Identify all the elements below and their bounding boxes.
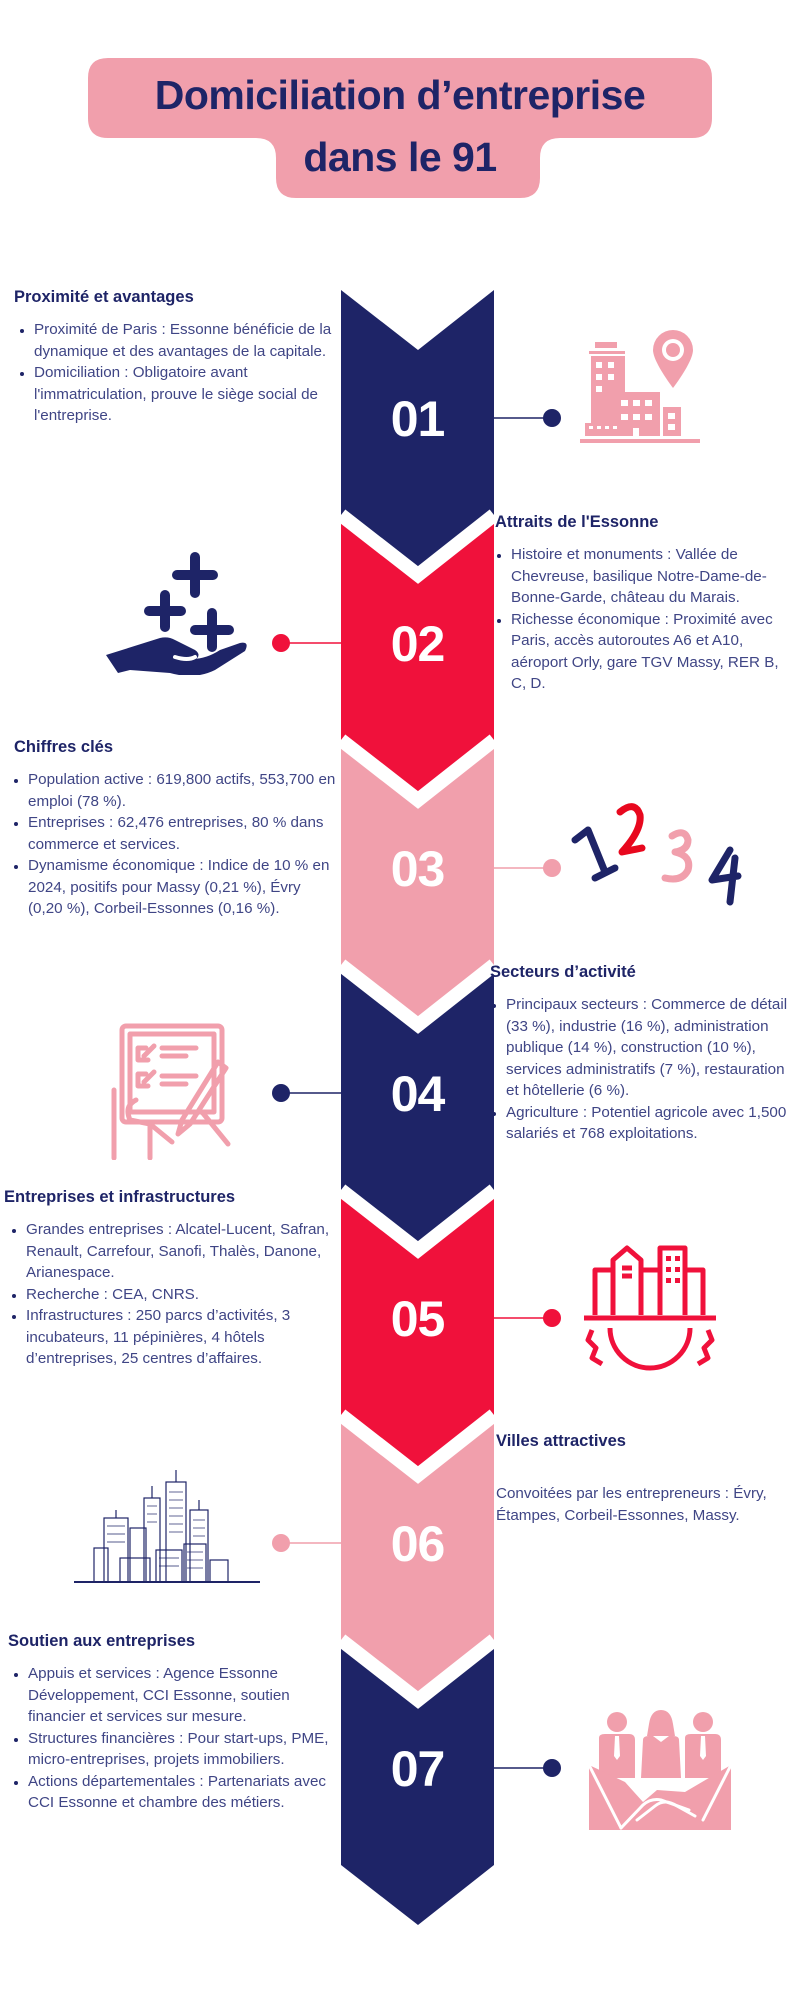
timeline-dot-05	[543, 1309, 561, 1327]
step-04-block: Secteurs d’activité Principaux secteurs …	[488, 963, 798, 1145]
timeline-dot-07	[543, 1759, 561, 1777]
step-01-heading: Proximité et avantages	[14, 288, 194, 306]
step-07-heading: Soutien aux entreprises	[8, 1632, 196, 1650]
timeline-dot-02	[272, 634, 290, 652]
chevron-01	[341, 290, 494, 575]
list-item: Recherche : CEA, CNRS.	[26, 1284, 338, 1306]
timeline-dot-01	[543, 409, 561, 427]
step-01-block: Proximité et avantages Proximité de Pari…	[14, 288, 334, 427]
step-05-heading: Entreprises et infrastructures	[4, 1188, 236, 1206]
chevron-07	[341, 1640, 494, 1925]
timeline-dot-03	[543, 859, 561, 877]
list-item: Agriculture : Potentiel agricole avec 1,…	[506, 1102, 798, 1145]
list-item: Histoire et monuments : Vallée de Chevre…	[511, 544, 796, 609]
list-item: Entreprises : 62,476 entreprises, 80 % d…	[28, 812, 336, 855]
step-number-07: 07	[390, 1741, 446, 1797]
step-02-block: Attraits de l'Essonne Histoire et monume…	[491, 513, 796, 695]
step-number-04: 04	[390, 1066, 446, 1122]
city-skyline-icon	[74, 1470, 260, 1583]
step-number-03: 03	[390, 841, 446, 897]
numbers-1234-icon	[571, 803, 742, 906]
step-05-list: Grandes entreprises : Alcatel-Lucent, Sa…	[4, 1219, 338, 1370]
step-03-block: Chiffres clés Population active : 619,80…	[14, 738, 336, 920]
title-background	[88, 58, 712, 198]
step-number-02: 02	[390, 616, 446, 672]
chevron-05	[341, 1190, 494, 1475]
chevron-04	[341, 965, 494, 1250]
step-06-heading: Villes attractives	[496, 1432, 626, 1450]
step-01-list: Proximité de Paris : Essonne bénéficie d…	[14, 319, 334, 427]
list-item: Structures financières : Pour start-ups,…	[28, 1728, 340, 1771]
chevron-03	[341, 740, 494, 1025]
checklist-icon	[111, 1023, 231, 1160]
step-number-01: 01	[390, 391, 446, 447]
list-item: Proximité de Paris : Essonne bénéficie d…	[34, 319, 334, 362]
page-title-line-2: dans le 91	[303, 134, 497, 180]
list-item: Grandes entreprises : Alcatel-Lucent, Sa…	[26, 1219, 338, 1284]
step-number-06: 06	[390, 1516, 446, 1572]
list-item: Infrastructures : 250 parcs d’activités,…	[26, 1305, 338, 1370]
building-location-icon	[580, 330, 700, 443]
step-06-text: Convoitées par les entrepreneurs : Évry,…	[496, 1485, 767, 1524]
chevron-02	[341, 515, 494, 800]
step-04-list: Principaux secteurs : Commerce de détail…	[488, 994, 798, 1145]
step-06-block: Villes attractives Convoitées par les en…	[496, 1432, 796, 1526]
list-item: Richesse économique : Proximité avec Par…	[511, 609, 796, 695]
step-07-block: Soutien aux entreprises Appuis et servic…	[8, 1632, 340, 1814]
timeline-dot-04	[272, 1084, 290, 1102]
handshake-team-icon	[587, 1710, 733, 1830]
step-03-list: Population active : 619,800 actifs, 553,…	[14, 769, 336, 920]
list-item: Dynamisme économique : Indice de 10 % en…	[28, 855, 336, 920]
list-item: Actions départementales : Partenariats a…	[28, 1771, 340, 1814]
list-item: Principaux secteurs : Commerce de détail…	[506, 994, 798, 1102]
step-02-list: Histoire et monuments : Vallée de Chevre…	[491, 544, 796, 695]
list-item: Population active : 619,800 actifs, 553,…	[28, 769, 336, 812]
step-07-list: Appuis et services : Agence Essonne Déve…	[8, 1663, 340, 1814]
title-banner: Domiciliation d’entreprise dans le 91	[0, 0, 800, 220]
step-03-heading: Chiffres clés	[14, 738, 114, 756]
list-item: Domiciliation : Obligatoire avant l'imma…	[34, 362, 334, 427]
step-02-heading: Attraits de l'Essonne	[495, 513, 659, 531]
hand-plus-icon	[106, 552, 247, 675]
city-gear-icon	[584, 1245, 716, 1371]
list-item: Appuis et services : Agence Essonne Déve…	[28, 1663, 340, 1728]
timeline-dot-06	[272, 1534, 290, 1552]
chevron-06	[341, 1415, 494, 1700]
step-04-heading: Secteurs d’activité	[490, 963, 636, 981]
step-number-05: 05	[390, 1291, 446, 1347]
step-05-block: Entreprises et infrastructures Grandes e…	[4, 1188, 338, 1370]
page-title-line-1: Domiciliation d’entreprise	[154, 72, 646, 118]
